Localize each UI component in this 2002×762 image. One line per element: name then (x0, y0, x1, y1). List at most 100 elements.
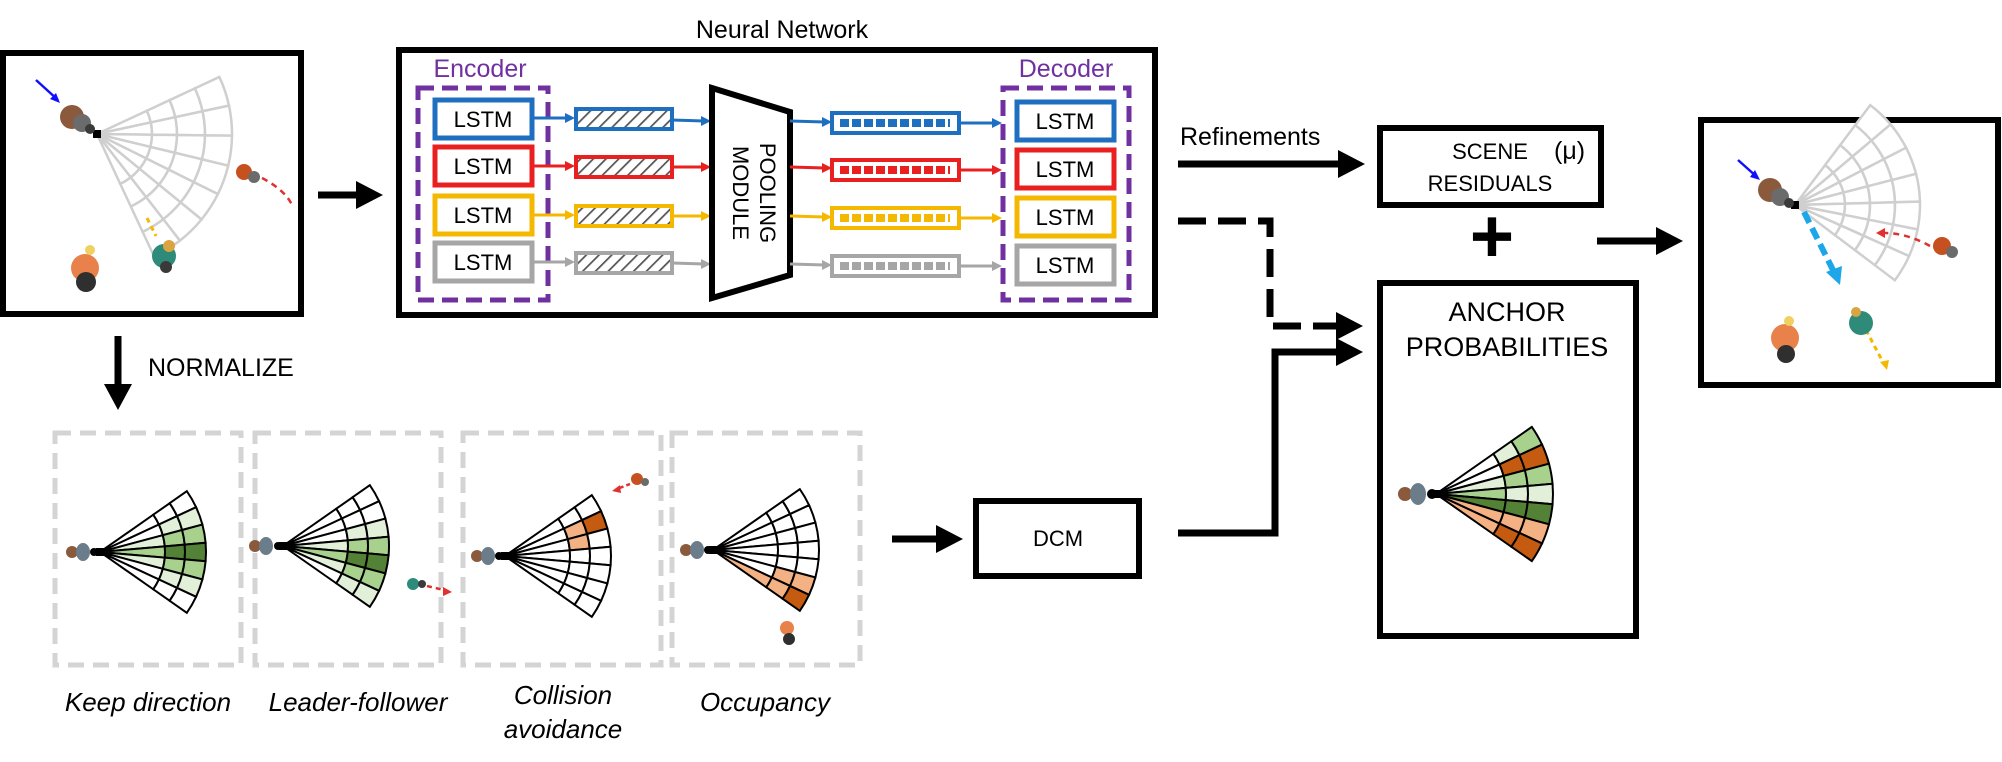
behaviour-panel-collision-avoidance (460, 430, 664, 668)
caption-keep-direction: Keep direction (65, 687, 231, 717)
normalize-label: NORMALIZE (148, 354, 294, 382)
occupying-pedestrian-icon (780, 621, 795, 645)
anchor-origin (279, 542, 287, 550)
behaviour-panel-occupancy (669, 430, 863, 668)
anchor-cell (351, 580, 381, 609)
pooling-label-1: POOLING (755, 143, 780, 243)
arrow-dcm-to-anchors (1178, 338, 1363, 537)
pedestrian-icon (1398, 483, 1437, 505)
decoder-hidden-states (789, 111, 1002, 278)
anchor-probabilities-line1: ANCHOR (1448, 297, 1565, 327)
pedestrian-icon (71, 245, 99, 292)
anchor-cell (201, 104, 234, 137)
keep-direction-grid (96, 489, 208, 615)
refinements-label: Refinements (1180, 123, 1320, 151)
caption-leader-follower: Leader-follower (269, 687, 449, 717)
output-cyan-predicted-arrow (1801, 210, 1837, 274)
leader-pedestrian-icon (407, 578, 426, 590)
anchor-origin (709, 546, 717, 554)
arrow-to-output (1597, 227, 1683, 255)
output-cyan-arrowhead-icon (1826, 266, 1842, 285)
decoder-lstm-4-label: LSTM (1036, 253, 1095, 278)
anchor-cell (1526, 482, 1554, 506)
encoder-hidden-states (532, 107, 711, 275)
pedestrian-icon (1849, 307, 1873, 335)
encoder-lstm-1 (432, 97, 535, 141)
collision-avoidance-grid (501, 493, 613, 619)
input-yellow-dashed-path (145, 217, 158, 237)
dcm-label: DCM (1033, 526, 1083, 551)
anchor-cell (573, 590, 603, 619)
anchor-origin (96, 548, 104, 556)
arrow-input-to-network (318, 181, 383, 209)
anchor-cell (588, 545, 613, 567)
dashed-arrow-network-to-anchors (1178, 217, 1363, 340)
pedestrian-icon (66, 543, 98, 561)
pooling-module (709, 83, 793, 303)
decoder-lstm-4 (1014, 243, 1117, 287)
decoder-lstm-2-label: LSTM (1036, 157, 1095, 182)
output-scene (1698, 103, 2001, 388)
scene-residuals-line2: RESIDUALS (1428, 171, 1553, 196)
arrow-to-dcm (892, 525, 963, 553)
anchor-cell (796, 539, 821, 561)
behaviour-panel-leader-follower (252, 430, 444, 668)
scene-residuals-line1: SCENE (1452, 139, 1528, 164)
anchor-probabilities-line2: PROBABILITIES (1406, 332, 1609, 362)
output-blue-arrowhead-icon (1750, 170, 1760, 180)
anchor-cell (781, 584, 811, 613)
pooling-label-2: MODULE (728, 146, 753, 240)
caption-collision-line1: Collision (514, 680, 612, 710)
decoder-lstm-3 (1014, 195, 1117, 239)
encoder-lstm-4 (432, 240, 535, 284)
pedestrian-icon (1771, 316, 1799, 363)
anchor-origin (1791, 201, 1799, 209)
decoder-lstm-1 (1014, 99, 1117, 143)
encoder-lstm-3 (432, 193, 535, 237)
decoder-lstm-3-label: LSTM (1036, 205, 1095, 230)
anchor-probabilities-box (1377, 280, 1639, 639)
scene-residuals-box (1377, 125, 1604, 208)
plus-sign: + (1470, 194, 1514, 279)
pedestrian-icon (236, 164, 260, 183)
behaviour-panel-keep-direction (52, 430, 244, 668)
pedestrian-icon (60, 105, 95, 134)
anchor-cell (1873, 244, 1911, 282)
pedestrian-icon (249, 537, 282, 555)
encoder-lstm-cells: LSTM LSTM LSTM LSTM (432, 97, 535, 284)
anchor-probability-grid (1432, 425, 1554, 563)
anchor-cell (168, 586, 198, 615)
decoder-lstm-1-label: LSTM (1036, 109, 1095, 134)
input-scene (0, 50, 304, 317)
dcm-box (973, 498, 1142, 579)
anchor-cell (1890, 172, 1922, 204)
scene-residuals-mu: (μ) (1554, 137, 1585, 165)
decoder-lstm-cells: LSTM LSTM LSTM LSTM (1014, 99, 1117, 287)
pedestrian-icon (1758, 178, 1794, 208)
anchor-cell (183, 541, 208, 563)
anchor-origin (93, 130, 101, 138)
anchor-cell (1509, 531, 1544, 563)
arrow-refinements (1178, 150, 1365, 178)
decoder-lstm-2 (1014, 147, 1117, 191)
oncoming-pedestrian-icon (631, 473, 649, 486)
pedestrian-icon (1933, 237, 1958, 258)
encoder-box (415, 85, 551, 303)
pedestrian-icon (152, 240, 176, 273)
anchor-cell (366, 535, 391, 557)
input-red-dashed-path (261, 176, 294, 206)
encoder-lstm-4-label: LSTM (454, 250, 513, 275)
network-title: Neural Network (696, 16, 869, 44)
input-anchor-grid (93, 75, 234, 259)
encoder-label: Encoder (433, 55, 526, 83)
leader-follower-grid (279, 483, 391, 609)
caption-occupancy: Occupancy (700, 687, 832, 717)
encoder-lstm-2-label: LSTM (454, 154, 513, 179)
encoder-lstm-1-label: LSTM (454, 107, 513, 132)
pedestrian-icon (471, 547, 503, 565)
encoder-lstm-3-label: LSTM (454, 203, 513, 228)
arrow-normalize (104, 336, 132, 410)
caption-collision-line2: avoidance (504, 714, 623, 744)
pedestrian-icon (680, 541, 712, 559)
